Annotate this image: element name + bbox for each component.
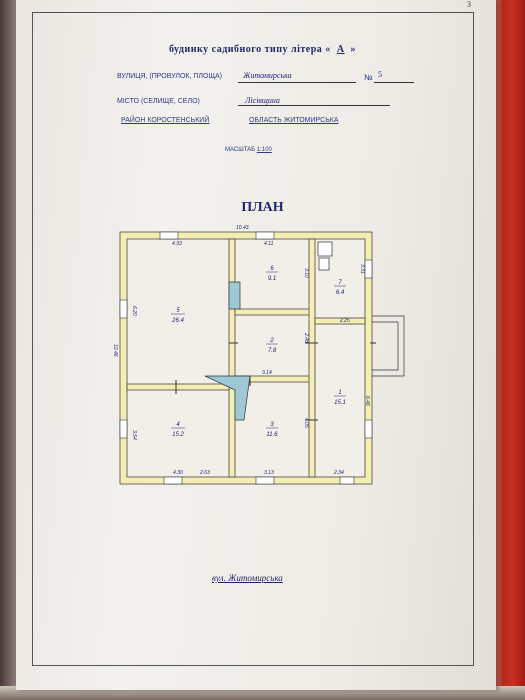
- dim-room5-left: 6.20: [131, 306, 137, 316]
- number-underline: [374, 82, 414, 83]
- city-value: Лісівщина: [245, 96, 280, 105]
- svg-text:7.8: 7.8: [268, 348, 277, 354]
- svg-text:4: 4: [176, 422, 180, 428]
- dim-room4-left: 3.54: [131, 430, 137, 440]
- street-underline: [238, 82, 356, 83]
- room-7-label: 7 6.4: [334, 280, 346, 296]
- city-underline: [238, 105, 390, 106]
- svg-text:15.1: 15.1: [334, 400, 346, 406]
- region: ОБЛАСТЬ ЖИТОМИРСЬКА: [249, 117, 339, 124]
- svg-text:11.6: 11.6: [266, 432, 278, 438]
- window-icon: [255, 476, 275, 485]
- dim-bottom-mid: 2.63: [199, 470, 210, 476]
- dim-bottom-right: 3.13: [264, 470, 274, 476]
- window-icon: [119, 419, 128, 439]
- district: РАЙОН КОРОСТЕНСЬКИЙ: [121, 117, 210, 124]
- scale-value: 1:100: [256, 147, 272, 153]
- svg-text:5: 5: [176, 308, 180, 314]
- subtitle-suffix: »: [350, 44, 357, 55]
- building-letter: А: [336, 44, 345, 55]
- subtitle-prefix: будинку садибного типу літера «: [168, 44, 331, 55]
- svg-text:6: 6: [270, 266, 274, 272]
- room-1-label: 1 15.1: [334, 390, 346, 406]
- document-subtitle: будинку садибного типу літера « А »: [0, 44, 525, 55]
- dim-left-height: 10.46: [112, 344, 118, 357]
- document-frame: [32, 12, 474, 666]
- number-value: 5: [378, 70, 382, 79]
- svg-text:6.4: 6.4: [336, 290, 345, 296]
- svg-text:1: 1: [338, 390, 341, 396]
- dim-room7-right: 3.31: [359, 264, 365, 274]
- dim-room3-right: 4.05: [303, 418, 309, 428]
- svg-text:2: 2: [269, 338, 274, 344]
- window-icon: [163, 476, 183, 485]
- wall-horizontal-2: [234, 308, 312, 316]
- room-5-label: 5 26.4: [171, 308, 185, 324]
- page-number: 3: [467, 0, 471, 9]
- number-label: №: [364, 73, 373, 82]
- wall-horizontal-4: [314, 317, 366, 325]
- window-icon: [364, 419, 373, 439]
- dim-room1-right: 6.46: [364, 396, 370, 406]
- svg-text:9.1: 9.1: [268, 276, 276, 282]
- room-3-label: 3 11.6: [266, 422, 278, 438]
- svg-text:26.4: 26.4: [171, 318, 184, 324]
- street-value: Житомирська: [243, 71, 292, 80]
- street-label: ВУЛИЦЯ, (ПРОВУЛОК, ПЛОЩА): [117, 73, 223, 80]
- door-6: [228, 281, 241, 310]
- wall-horizontal-1: [126, 383, 230, 391]
- scale-label: МАСШТАБ: [225, 147, 256, 153]
- wall-vertical-1: [228, 238, 236, 478]
- dim-top-left: 4.33: [172, 241, 182, 247]
- porch: [372, 315, 405, 377]
- scale: МАСШТАБ 1:100: [225, 147, 272, 153]
- dim-room1-bottom: 2.34: [333, 470, 344, 476]
- dim-room2-right: 2.48: [303, 332, 309, 343]
- dim-bottom-left: 4.30: [173, 470, 183, 476]
- dim-room7-bottom: 2.25: [339, 318, 350, 324]
- room-6-label: 6 9.1: [266, 266, 278, 282]
- corridor-door: [204, 375, 251, 421]
- wall-vertical-2: [308, 238, 316, 478]
- document-title: ПЛАН: [241, 200, 284, 215]
- svg-text:15.2: 15.2: [172, 432, 184, 438]
- window-icon: [364, 259, 373, 279]
- window-icon: [159, 231, 179, 240]
- window-icon: [339, 476, 355, 485]
- svg-text:3: 3: [270, 422, 274, 428]
- room-4-label: 4 15.2: [171, 422, 185, 438]
- stove-icon: [317, 241, 333, 257]
- window-icon: [255, 231, 275, 240]
- room-2-label: 2 7.8: [266, 338, 278, 354]
- dim-top-total: 10.43: [236, 225, 249, 231]
- dim-room6-right: 3.10: [303, 268, 309, 278]
- svg-text:7: 7: [338, 280, 342, 286]
- window-icon: [119, 299, 128, 319]
- dim-top-mid: 4.11: [264, 241, 274, 247]
- dim-room2-bottom: 3.14: [262, 370, 272, 376]
- city-label: МІСТО (СЕЛИЩЕ, СЕЛО): [117, 98, 200, 105]
- bottom-street-name: вул. Житомирська: [212, 573, 283, 583]
